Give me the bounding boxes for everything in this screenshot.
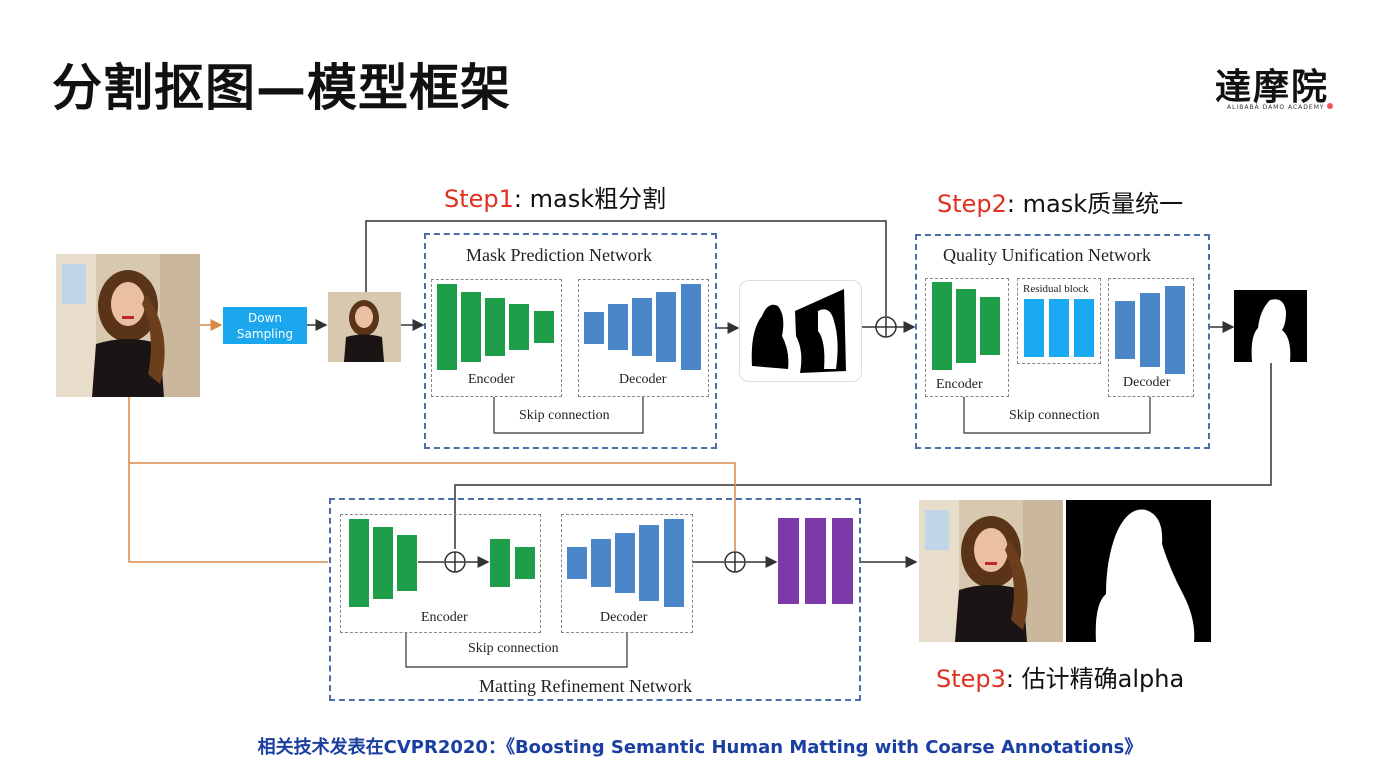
step3-label: Step3: 估计精确alpha (936, 659, 1184, 694)
matting-net-title: Matting Refinement Network (479, 676, 692, 696)
mask-feedback-line (454, 363, 1272, 549)
mask-encoder-box: Encoder (431, 279, 562, 397)
coarse-mask-icon (751, 289, 846, 373)
encoder-layer (490, 539, 510, 587)
quality-encoder-box: Encoder (925, 278, 1009, 397)
down-sampling-label: Down Sampling (236, 311, 294, 341)
matting-encoder-label: Encoder (421, 610, 468, 625)
quality-decoder-label: Decoder (1123, 375, 1171, 390)
output-layer (778, 518, 799, 604)
matting-decoder-label: Decoder (600, 610, 648, 625)
paper-reference: 相关技术发表在CVPR2020：《Boosting Semantic Human… (257, 737, 1143, 758)
encoder-layer (515, 547, 535, 579)
step2-prefix: Step2 (937, 190, 1007, 218)
alpha-matte-icon (1095, 509, 1195, 642)
mask-skip-bracket (493, 397, 644, 434)
encoder-layer (509, 304, 529, 350)
mask-skip-label: Skip connection (519, 408, 610, 423)
residual-layer (1049, 299, 1069, 357)
quality-unification-network (915, 234, 1210, 449)
coarse-mask-output (739, 280, 862, 382)
result-portrait-image (919, 500, 1063, 642)
encoder-layer (980, 297, 1000, 355)
encoder-layer (461, 292, 481, 362)
matting-decoder-box: Decoder (561, 514, 693, 633)
residual-layer (1024, 299, 1044, 357)
down-sampling-block: Down Sampling (223, 307, 307, 344)
step1-label: Step1: mask粗分割 (444, 179, 666, 214)
page-title: 分割抠图—模型框架 (52, 59, 511, 117)
decoder-layer (664, 519, 684, 607)
decoder-layer (681, 284, 701, 370)
step1-prefix: Step1 (444, 185, 514, 213)
plus-icon-matting2 (724, 551, 746, 573)
mask-prediction-network (424, 233, 717, 449)
top-skip-line (365, 220, 887, 316)
small-portrait-icon (328, 292, 401, 362)
encoder-layer (397, 535, 417, 591)
decoder-layer (1165, 286, 1185, 374)
input-portrait-image (56, 254, 200, 397)
step3-prefix: Step3 (936, 665, 1006, 693)
step3-text: : 估计精确alpha (1005, 665, 1185, 693)
logo-text: 達摩院 (1215, 66, 1330, 108)
decoder-layer (632, 298, 652, 356)
residual-block-label: Residual block (1023, 283, 1089, 295)
matting-skip-label: Skip connection (468, 641, 559, 656)
residual-layer (1074, 299, 1094, 357)
unified-mask-icon (1251, 299, 1291, 362)
quality-net-title: Quality Unification Network (943, 245, 1151, 265)
input-to-matting-line (128, 397, 328, 563)
input-to-plus2-line (129, 462, 736, 551)
quality-encoder-label: Encoder (936, 377, 983, 392)
matting-skip-bracket (405, 633, 628, 668)
decoder-layer (639, 525, 659, 601)
encoder-layer (534, 311, 554, 343)
step2-text: : mask质量统一 (1006, 190, 1184, 218)
mask-encoder-label: Encoder (468, 372, 515, 387)
encoder-layer (437, 284, 457, 370)
decoder-layer (615, 533, 635, 593)
mask-net-title: Mask Prediction Network (466, 245, 652, 265)
mask-decoder-label: Decoder (619, 372, 667, 387)
decoder-layer (608, 304, 628, 350)
portrait-illustration-icon (56, 254, 200, 397)
output-layer (832, 518, 853, 604)
encoder-layer (956, 289, 976, 363)
decoder-layer (656, 292, 676, 362)
logo-dot-icon (1327, 103, 1333, 109)
encoder-layer (373, 527, 393, 599)
residual-block-box: Residual block (1017, 278, 1101, 364)
plus-icon-matting1 (444, 551, 466, 573)
matting-encoder-box: Encoder (340, 514, 541, 633)
damo-academy-logo: 達摩院 ALIBABA DAMO ACADEMY (1205, 58, 1350, 118)
logo-subtext: ALIBABA DAMO ACADEMY (1227, 104, 1325, 111)
plus-icon-top (875, 316, 897, 338)
step1-text: : mask粗分割 (513, 185, 667, 213)
decoder-layer (567, 547, 587, 579)
output-layer (805, 518, 826, 604)
encoder-layer (349, 519, 369, 607)
decoder-layer (1140, 293, 1160, 367)
decoder-layer (1115, 301, 1135, 359)
matting-refinement-network (329, 498, 861, 701)
result-portrait-icon (919, 500, 1063, 642)
step2-label: Step2: mask质量统一 (937, 184, 1183, 219)
decoder-layer (584, 312, 604, 344)
decoder-layer (591, 539, 611, 587)
quality-decoder-box: Decoder (1108, 278, 1194, 397)
encoder-layer (932, 282, 952, 370)
encoder-layer (485, 298, 505, 356)
mask-decoder-box: Decoder (578, 279, 709, 397)
downsampled-image (328, 292, 401, 362)
quality-skip-bracket (963, 397, 1151, 434)
alpha-matte-output (1066, 500, 1211, 642)
unified-mask-output (1234, 290, 1307, 362)
quality-skip-label: Skip connection (1009, 408, 1100, 423)
